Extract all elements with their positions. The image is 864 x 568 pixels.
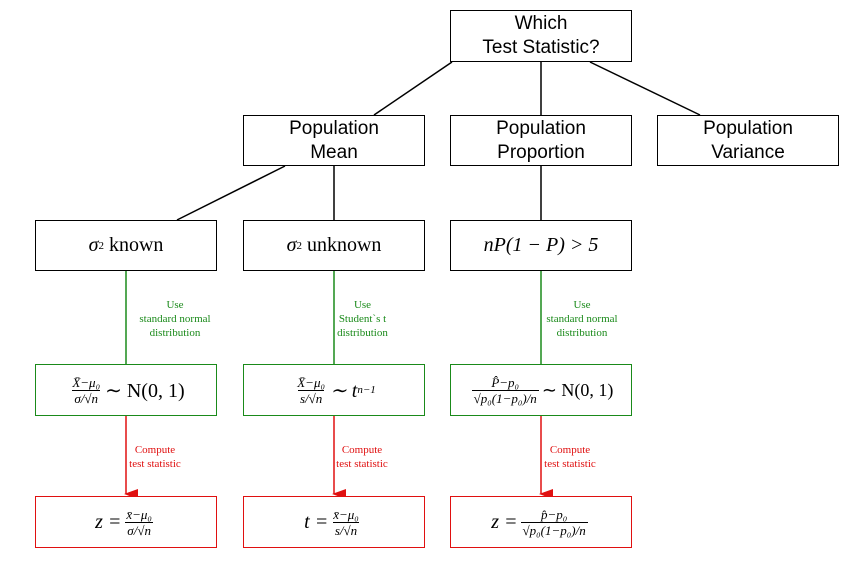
t-statistic-node: t = x̄−μ₀ s/√n (243, 496, 425, 548)
sigma-symbol: σ (286, 234, 297, 256)
edge-mean-known (176, 165, 286, 221)
np-condition-node: nP(1 − P) > 5 (450, 220, 632, 271)
t-stat-numerator: x̄−μ₀ (333, 506, 359, 522)
compute-line1: Compute (341, 444, 383, 456)
z-stat-lhs: z = (95, 510, 122, 533)
use-line3: distribution (556, 327, 608, 339)
z-dist-denominator: σ/√n (72, 389, 101, 406)
z-stat-denominator: σ/√n (125, 521, 153, 538)
use-line1: Use (573, 299, 591, 311)
use-normal-label-2: Use standard normal distribution (527, 298, 637, 340)
z-statistic-node: z = x̄−μ₀ σ/√n (35, 496, 217, 548)
sigma-exponent: 2 (296, 239, 302, 252)
t-stat-fraction: x̄−μ₀ s/√n (331, 507, 361, 538)
use-line2: standard normal (546, 313, 618, 325)
compute-line2: test statistic (544, 458, 596, 470)
t-dist-fraction: X̄−μ₀ s/√n (295, 375, 327, 406)
z-distribution-node: X̄−μ₀ σ/√n ∼ N(0, 1) (35, 364, 217, 416)
t-dist-subscript: n−1 (357, 384, 376, 396)
t-dist-numerator: X̄−μ₀ (297, 374, 325, 390)
compute-label-1: Compute test statistic (120, 443, 190, 471)
variance-line2: Variance (711, 141, 785, 163)
compute-line1: Compute (134, 444, 176, 456)
use-normal-label-1: Use standard normal distribution (120, 298, 230, 340)
proportion-line2: Proportion (497, 141, 585, 163)
sigma-exponent: 2 (98, 239, 104, 252)
population-proportion-node: Population Proportion (450, 115, 632, 166)
known-text: known (108, 234, 164, 256)
edge-root-variance (589, 61, 701, 116)
p-dist-denominator: √p₀(1−p₀)/n (471, 389, 539, 406)
root-node: Which Test Statistic? (450, 10, 632, 62)
p-stat-denominator: √p₀(1−p₀)/n (520, 521, 588, 538)
compute-line2: test statistic (336, 458, 388, 470)
mean-line1: Population (289, 117, 379, 139)
p-dist-numerator: P̂−p₀ (491, 374, 520, 390)
use-line2: Student`s t (338, 313, 387, 325)
root-line2: Test Statistic? (482, 37, 600, 58)
z-stat-fraction: x̄−μ₀ σ/√n (124, 507, 154, 538)
p-dist-fraction: P̂−p₀ √p₀(1−p₀)/n (471, 374, 539, 406)
edge-root-mean (373, 61, 453, 116)
np-condition-text: nP(1 − P) > 5 (483, 234, 599, 256)
p-distribution-node: P̂−p₀ √p₀(1−p₀)/n ∼ N(0, 1) (450, 364, 632, 416)
use-line2: standard normal (139, 313, 211, 325)
sigma-symbol: σ (88, 234, 99, 256)
t-stat-lhs: t = (304, 510, 329, 533)
population-mean-node: Population Mean (243, 115, 425, 166)
mean-line2: Mean (310, 141, 358, 163)
z-dist-numerator: X̄−μ₀ (72, 374, 101, 390)
unknown-text: unknown (306, 234, 382, 256)
root-line1: Which (514, 13, 568, 34)
p-stat-numerator: p̂−p₀ (540, 506, 568, 522)
z-stat-numerator: x̄−μ₀ (126, 506, 152, 522)
population-variance-node: Population Variance (657, 115, 839, 166)
t-stat-denominator: s/√n (332, 521, 360, 538)
t-dist-denominator: s/√n (297, 389, 325, 406)
use-line3: distribution (149, 327, 201, 339)
z-dist-rhs: ∼ N(0, 1) (105, 379, 185, 402)
p-statistic-node: z = p̂−p₀ √p₀(1−p₀)/n (450, 496, 632, 548)
compute-line1: Compute (549, 444, 591, 456)
p-stat-fraction: p̂−p₀ √p₀(1−p₀)/n (520, 506, 588, 538)
use-student-label: Use Student`s t distribution (310, 298, 415, 340)
compute-label-3: Compute test statistic (535, 443, 605, 471)
compute-label-2: Compute test statistic (327, 443, 397, 471)
t-dist-rhs: ∼ t (330, 379, 358, 402)
p-dist-rhs: ∼ N(0, 1) (541, 379, 614, 400)
variance-line1: Population (703, 117, 793, 139)
compute-line2: test statistic (129, 458, 181, 470)
use-line3: distribution (337, 327, 388, 339)
use-line1: Use (353, 299, 372, 311)
z-dist-fraction: X̄−μ₀ σ/√n (70, 375, 102, 406)
use-line1: Use (166, 299, 184, 311)
p-stat-lhs: z = (491, 510, 518, 533)
proportion-line1: Population (496, 117, 586, 139)
